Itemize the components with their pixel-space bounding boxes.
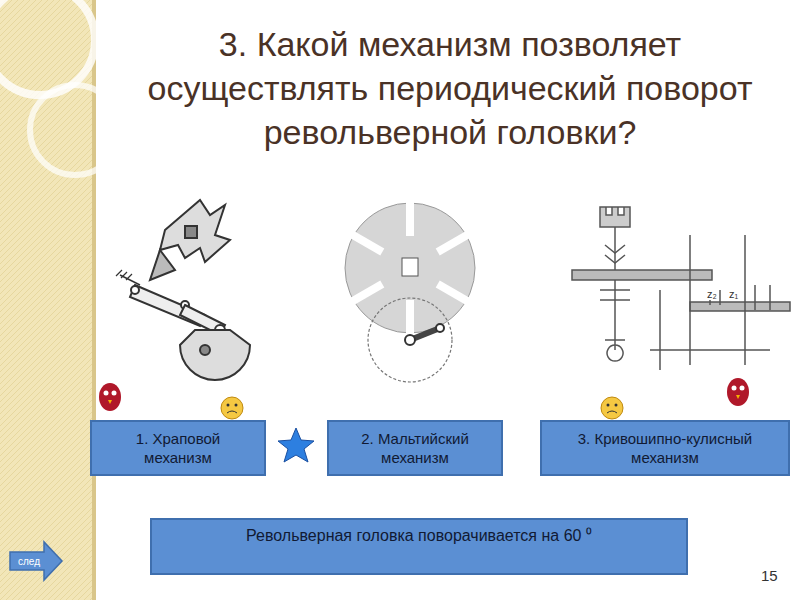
slide-title: 3. Какой механизм позволяет осуществлять… (110, 22, 790, 154)
ratchet-drawing (120, 200, 250, 380)
button-text: след (18, 556, 40, 567)
page-number: 15 (760, 568, 779, 585)
next-button: след (12, 552, 46, 570)
gear-label: z₂ (706, 288, 718, 300)
maltese-drawing (345, 200, 475, 382)
answer-button: 3. Кривошипно-кулисный механизм (540, 420, 790, 476)
button-text: 1. Храповой механизм (100, 429, 256, 467)
button-text: 3. Кривошипно-кулисный механизм (550, 429, 780, 467)
star-icon (278, 428, 314, 462)
hatch (116, 270, 132, 280)
button-text: Револьверная головка поворачивается на 6… (246, 526, 592, 545)
answer-button: 1. Храповой механизм (90, 420, 266, 476)
next-arrow (10, 542, 62, 580)
button-text: 2. Мальтийский механизм (337, 429, 493, 467)
gear-label: z₁ (728, 288, 739, 300)
answer-button: 2. Мальтийский механизм (327, 420, 503, 476)
bird-icon (99, 378, 749, 411)
sad-face (221, 397, 623, 419)
gear-schematic (572, 207, 790, 370)
hint-box: Револьверная головка поворачивается на 6… (150, 518, 688, 575)
